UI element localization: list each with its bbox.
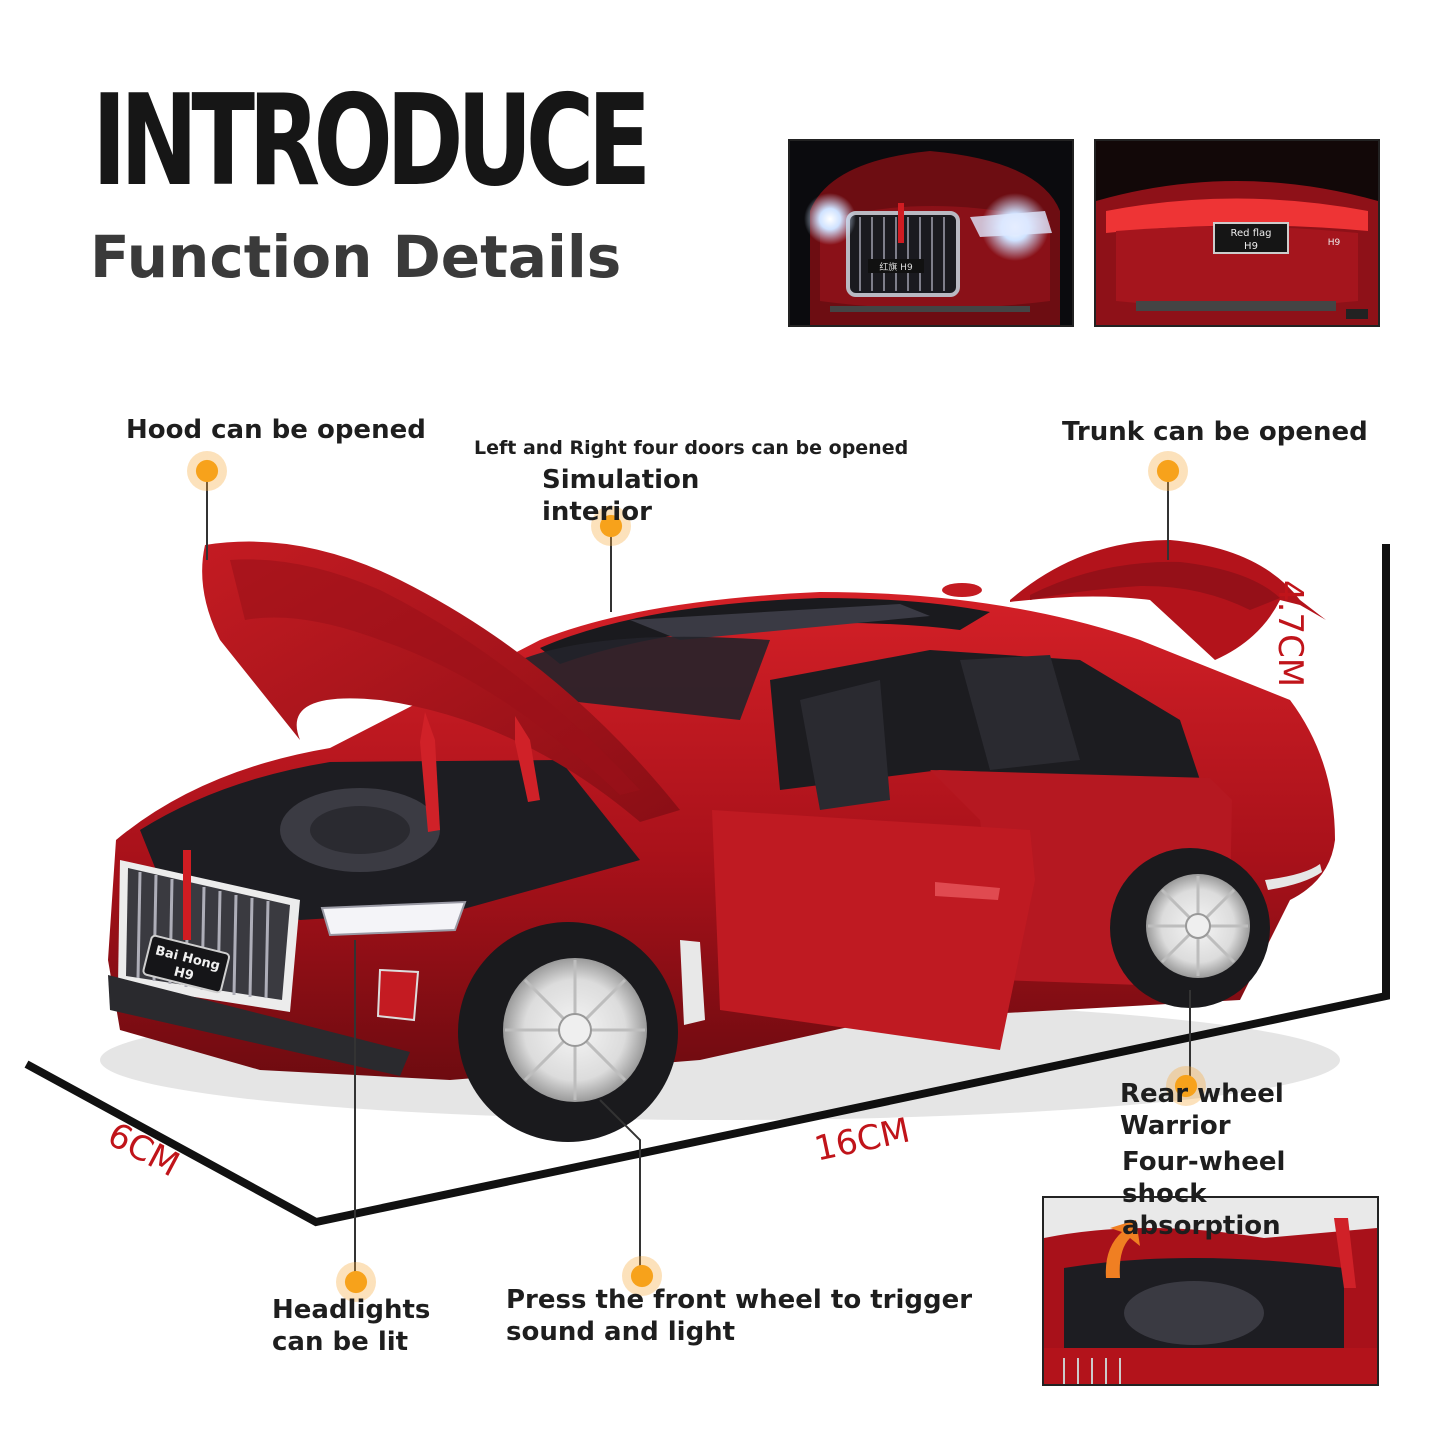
headlights-label-line2: can be lit — [272, 1327, 409, 1357]
interior-label-line2: interior — [542, 497, 652, 527]
shock-label-line2: shock — [1122, 1179, 1207, 1209]
page-title: INTRODUCE — [92, 67, 651, 214]
headlights-dot — [336, 1262, 376, 1302]
thumbnail-rear-lights: Red flag H9 H9 — [1094, 139, 1380, 327]
trunk-label: Trunk can be opened — [1062, 417, 1368, 447]
front-plate-line2: H9 — [172, 965, 195, 984]
page-subtitle: Function Details — [90, 223, 622, 291]
dimension-lines — [24, 544, 1390, 1227]
leader-lines — [206, 470, 1191, 1280]
rear-wheel-label-line1: Rear wheel — [1120, 1079, 1284, 1109]
shock-label-line3: absorption — [1122, 1211, 1281, 1241]
interior-label-line1: Simulation — [542, 465, 700, 495]
thumbnail-rear-badge-line2: H9 — [1244, 241, 1258, 252]
inset-shock-absorption — [1042, 1196, 1379, 1386]
front-wheel-label-line1: Press the front wheel to trigger — [506, 1285, 973, 1315]
thumbnail-front-lights: 红旗 H9 — [788, 139, 1074, 327]
hood-label: Hood can be opened — [126, 415, 426, 445]
headlights-label-line1: Headlights — [272, 1295, 431, 1325]
hood-dot — [187, 451, 227, 491]
thumbnail-rear-badge-side: H9 — [1328, 238, 1341, 248]
front-wheel-dot — [622, 1256, 662, 1296]
front-wheel-label-line2: sound and light — [506, 1317, 736, 1347]
shock-label-line1: Four-wheel — [1122, 1147, 1286, 1177]
thumbnail-front-plate: 红旗 H9 — [879, 261, 913, 273]
thumbnail-rear-badge-line1: Red flag — [1231, 228, 1272, 239]
doors-label: Left and Right four doors can be opened — [474, 437, 909, 459]
height-dimension: 4.7CM — [1270, 580, 1310, 688]
rear-wheel-label-line2: Warrior — [1120, 1111, 1231, 1141]
interior-dot — [591, 506, 631, 546]
trunk-dot — [1148, 451, 1188, 491]
rear-wheel-dot — [1166, 1066, 1206, 1106]
